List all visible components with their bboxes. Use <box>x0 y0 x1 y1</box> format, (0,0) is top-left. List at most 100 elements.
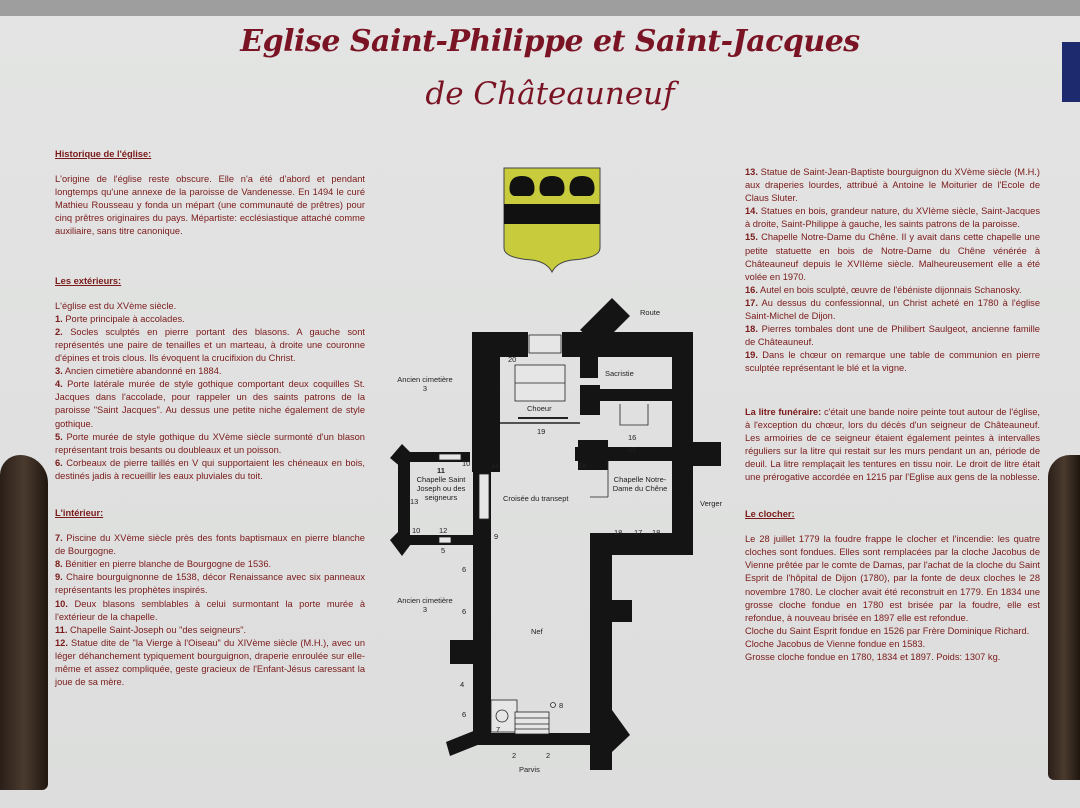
plan-label-croisee: Croisée du transept <box>503 494 569 503</box>
historique-text: L'origine de l'église reste obscure. Ell… <box>55 174 365 237</box>
list-item: 5. Porte murée de style gothique du XVèm… <box>55 431 365 457</box>
plan-num: 16 <box>628 433 637 442</box>
plan-num: 5 <box>441 546 446 555</box>
plan-label-sacristie: Sacristie <box>605 369 634 378</box>
plan-num: 19 <box>537 427 546 436</box>
plan-num: 2 <box>512 751 517 760</box>
item-number: 17. <box>745 297 758 308</box>
list-item: 7. Piscine du XVème siècle près des font… <box>55 532 365 558</box>
item-text: Chaire bourguignonne de 1538, décor Rena… <box>55 572 365 596</box>
list-item: 1. Porte principale à accolades. <box>55 313 365 326</box>
screen-bezel <box>0 0 1080 18</box>
item-number: 9. <box>55 572 63 583</box>
item-text: Chapelle Notre-Dame du Chêne. Il y avait… <box>745 232 1040 282</box>
list-item: 10. Deux blasons semblables à celui surm… <box>55 598 365 624</box>
chapelle-num: 11 <box>437 466 445 475</box>
item-text: Dans le chœur on remarque une table de c… <box>745 350 1040 374</box>
plan-num: 6 <box>462 710 467 719</box>
clocher-line: Grosse cloche fondue en 1780, 1834 et 18… <box>745 652 1001 662</box>
litre-text: c'était une bande noire peinte tout auto… <box>745 406 1040 482</box>
coat-of-arms-shield <box>503 167 601 274</box>
list-item: 2. Socles sculptés en pierre portant des… <box>55 326 365 365</box>
item-text: Pierres tombales dont une de Philibert S… <box>745 324 1040 348</box>
item-number: 10. <box>55 598 68 609</box>
item-text: Socles sculptés en pierre portant des bl… <box>55 326 365 364</box>
item-number: 3. <box>55 366 63 377</box>
cimetiere-num: 3 <box>422 384 428 393</box>
plan-label-parvis: Parvis <box>519 765 540 774</box>
list-item: 11. Chapelle Saint-Joseph ou "des seigne… <box>55 624 365 637</box>
list-item: 19. Dans le chœur on remarque une table … <box>745 349 1040 375</box>
plan-num: 6 <box>462 607 467 616</box>
plan-num: 15 <box>628 445 637 454</box>
interieur2-list: 13. Statue de Saint-Jean-Baptiste bourgu… <box>745 166 1040 376</box>
item-number: 7. <box>55 533 63 544</box>
list-item: 13. Statue de Saint-Jean-Baptiste bourgu… <box>745 166 1040 205</box>
list-item: 4. Porte latérale murée de style gothiqu… <box>55 378 365 430</box>
list-item: 8. Bénitier en pierre blanche de Bourgog… <box>55 558 365 571</box>
list-item: 6. Corbeaux de pierre taillés en V qui s… <box>55 457 365 483</box>
item-number: 16. <box>745 284 758 295</box>
exterieurs-heading: Les extérieurs: <box>55 275 122 286</box>
plan-num: 6 <box>462 565 467 574</box>
plan-num: 18 <box>652 528 661 537</box>
item-number: 14. <box>745 206 758 217</box>
item-text: Bénitier en pierre blanche de Bourgogne … <box>65 559 272 570</box>
blue-window-edge <box>1062 42 1080 102</box>
plan-label-choeur: Choeur <box>527 404 552 413</box>
item-text: Corbeaux de pierre taillés en V qui supp… <box>55 457 365 481</box>
plan-num: 18 <box>614 528 623 537</box>
list-item: 16. Autel en bois sculpté, œuvre de l'éb… <box>745 284 1040 297</box>
item-number: 13. <box>745 167 758 177</box>
litre-paragraph: La litre funéraire: c'était une bande no… <box>745 406 1040 485</box>
statue-right <box>1048 455 1080 780</box>
left-column: Historique de l'église: L'origine de l'é… <box>55 148 365 689</box>
plan-num: 12 <box>439 526 448 535</box>
clocher-text: Le 28 juillet 1779 la foudre frappe le c… <box>745 534 1040 623</box>
plan-num: 20 <box>508 355 517 364</box>
clocher-line: Cloche du Saint Esprit fondue en 1526 pa… <box>745 625 1030 636</box>
list-item: 9. Chaire bourguignonne de 1538, décor R… <box>55 571 365 597</box>
list-item: 12. Statue dite de "la Vierge à l'Oiseau… <box>55 637 365 689</box>
plan-label-route: Route <box>640 308 661 317</box>
cimetiere-text: Ancien cimetière <box>397 375 453 384</box>
item-number: 1. <box>55 313 63 324</box>
item-text: Autel en bois sculpté, œuvre de l'ébénis… <box>760 284 1022 295</box>
exterieurs-list: 1. Porte principale à accolades.2. Socle… <box>55 313 365 483</box>
item-text: Ancien cimetière abandonné en 1884. <box>64 366 222 377</box>
cimetiere-num: 3 <box>422 605 428 614</box>
item-number: 11. <box>55 624 68 635</box>
item-text: Piscine du XVème siècle près des fonts b… <box>55 533 365 557</box>
plan-num: 7 <box>496 725 501 734</box>
interieur-list: 7. Piscine du XVème siècle près des font… <box>55 532 365 689</box>
item-number: 12. <box>55 637 68 648</box>
list-item: 3. Ancien cimetière abandonné en 1884. <box>55 365 365 378</box>
chapelle-text: Chapelle Saint Joseph ou des seigneurs <box>416 475 466 502</box>
plan-label-verger: Verger <box>700 499 723 508</box>
page-title: Eglise Saint-Philippe et Saint-Jacques <box>240 24 860 59</box>
item-text: Porte murée de style gothique du XVème s… <box>55 431 365 455</box>
list-item: 15. Chapelle Notre-Dame du Chêne. Il y a… <box>745 231 1040 283</box>
item-text: Chapelle Saint-Joseph ou "des seigneurs"… <box>70 624 247 635</box>
item-number: 19. <box>745 350 758 361</box>
item-number: 8. <box>55 559 63 570</box>
interieur-heading: L'intérieur: <box>55 507 104 518</box>
plan-num: 9 <box>494 532 499 541</box>
statue-left <box>0 455 48 790</box>
plan-num: 10 <box>412 526 421 535</box>
item-number: 18. <box>745 324 758 335</box>
page-subtitle: de Châteauneuf <box>425 76 675 112</box>
plan-num: 2 <box>546 751 551 760</box>
plan-label-nef: Nef <box>531 627 543 636</box>
item-number: 6. <box>55 457 63 468</box>
right-column: 13. Statue de Saint-Jean-Baptiste bourgu… <box>745 166 1040 664</box>
item-number: 15. <box>745 232 758 243</box>
item-text: Porte latérale murée de style gothique c… <box>55 379 365 429</box>
exterieurs-intro: L'église est du XVème siècle. <box>55 300 177 311</box>
plan-num: 17 <box>634 528 643 537</box>
litre-heading: La litre funéraire: <box>745 406 822 417</box>
plan-num: 14 <box>491 461 500 470</box>
item-text: Porte principale à accolades. <box>65 313 185 324</box>
